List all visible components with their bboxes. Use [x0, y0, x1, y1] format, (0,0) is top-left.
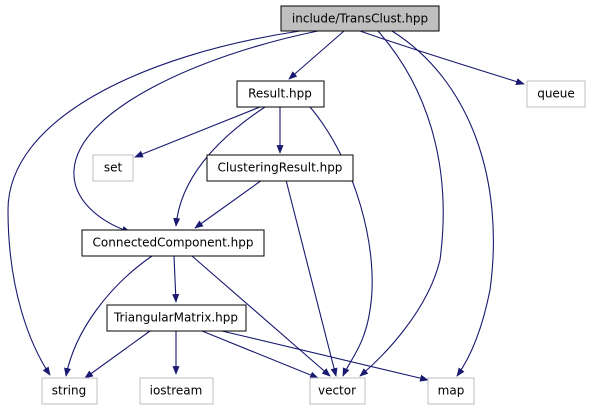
node-map[interactable]: map [427, 377, 475, 405]
edge-connectedcomponent-triangularmatrix [172, 255, 180, 303]
node-result-label: Result.hpp [248, 87, 312, 101]
node-queue[interactable]: queue [526, 80, 586, 108]
node-set-label: set [104, 161, 123, 175]
node-result[interactable]: Result.hpp [236, 80, 325, 108]
node-queue-label: queue [537, 87, 575, 101]
nodes: include/TransClust.hpp Result.hpp queue … [41, 5, 586, 405]
node-vector[interactable]: vector [309, 377, 366, 405]
edge-transclust-connectedcomponent [73, 30, 319, 233]
edge-result-vector [309, 106, 373, 377]
node-iostream[interactable]: iostream [139, 377, 214, 405]
edge-result-set [134, 106, 261, 158]
node-connectedcomponent-label: ConnectedComponent.hpp [93, 236, 254, 250]
edges [7, 30, 525, 382]
node-transclust-label: include/TransClust.hpp [292, 12, 428, 26]
node-set[interactable]: set [92, 154, 134, 182]
node-triangularmatrix-label: TriangularMatrix.hpp [113, 311, 238, 325]
edge-triangularmatrix-vector [201, 330, 319, 379]
edge-triangularmatrix-map [221, 330, 429, 382]
node-triangularmatrix[interactable]: TriangularMatrix.hpp [106, 304, 247, 332]
edge-triangularmatrix-string [84, 330, 151, 379]
node-clusteringresult[interactable]: ClusteringResult.hpp [206, 154, 354, 182]
node-connectedcomponent[interactable]: ConnectedComponent.hpp [81, 229, 265, 257]
node-string[interactable]: string [41, 377, 98, 405]
edge-transclust-map [391, 30, 494, 377]
edge-transclust-result [288, 30, 345, 80]
edge-clusteringresult-connectedcomponent [194, 179, 263, 229]
node-transclust[interactable]: include/TransClust.hpp [280, 5, 440, 32]
node-map-label: map [438, 384, 465, 398]
edge-transclust-string [7, 30, 301, 376]
node-clusteringresult-label: ClusteringResult.hpp [218, 161, 343, 175]
node-vector-label: vector [318, 384, 356, 398]
edge-clusteringresult-vector [285, 179, 338, 377]
node-string-label: string [52, 384, 86, 398]
edge-transclust-queue [359, 30, 525, 85]
edge-transclust-vector [359, 30, 444, 377]
edge-result-connectedcomponent [173, 106, 266, 227]
node-iostream-label: iostream [150, 384, 203, 398]
edge-connectedcomponent-vector [191, 255, 331, 377]
edge-connectedcomponent-string [64, 255, 153, 377]
